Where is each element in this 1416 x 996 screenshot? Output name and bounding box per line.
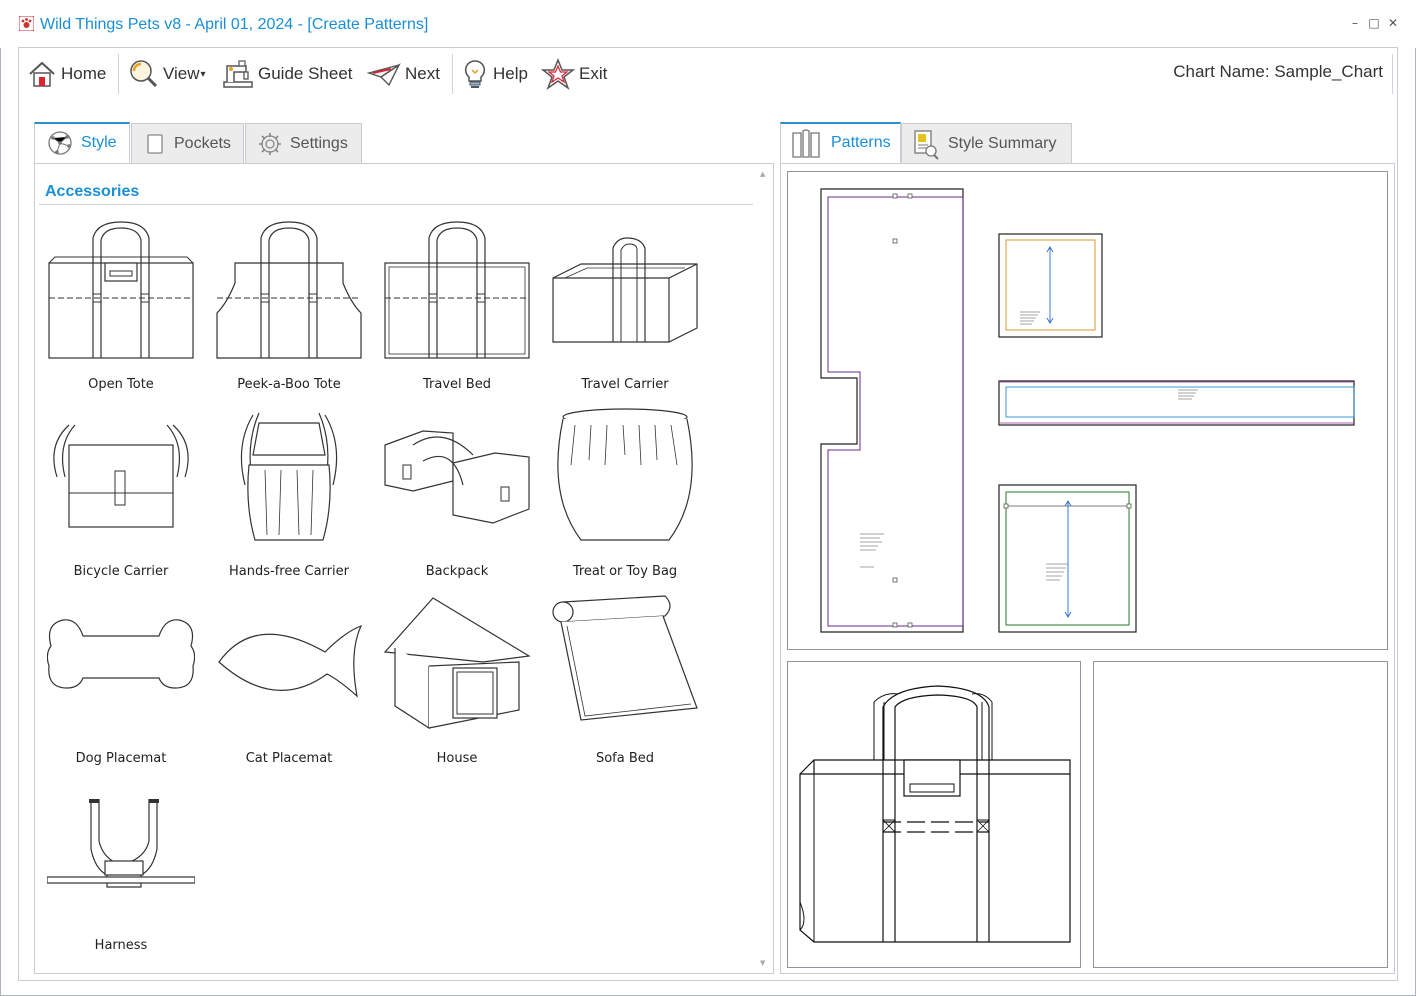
- style-item-label: Sofa Bed: [595, 751, 655, 766]
- style-item-label: Travel Carrier: [581, 377, 669, 392]
- style-item-label: Travel Bed: [423, 377, 491, 392]
- section-divider: [39, 204, 753, 205]
- tab-style-summary-label: Style Summary: [948, 134, 1057, 152]
- style-summary-icon: [914, 129, 939, 160]
- cat-placemat-icon: [218, 624, 363, 698]
- tab-pockets-label: Pockets: [174, 134, 231, 152]
- guide-sheet-button[interactable]: Guide Sheet: [222, 56, 353, 92]
- harness-icon: [47, 799, 195, 888]
- help-label: Help: [493, 64, 528, 83]
- sofa-bed-icon: [552, 595, 698, 721]
- style-item-label: Open Tote: [88, 377, 154, 392]
- peek-a-boo-tote-icon: [216, 221, 362, 359]
- tab-settings-label: Settings: [290, 134, 348, 152]
- style-item-dog-placemat[interactable]: Dog Placemat: [41, 592, 201, 772]
- guide-sheet-label: Guide Sheet: [258, 64, 353, 83]
- pattern-pieces-drawing: [820, 188, 1355, 633]
- tote-preview-drawing: [799, 685, 1071, 943]
- toolbar-divider: [1392, 54, 1393, 94]
- tab-pockets[interactable]: Pockets: [131, 123, 244, 164]
- sewing-machine-icon: [223, 60, 253, 88]
- travel-bed-icon: [384, 221, 530, 359]
- maximize-button[interactable]: □: [1368, 16, 1380, 30]
- view-dropdown-caret-icon: ▾: [200, 68, 206, 80]
- style-item-travel-carrier[interactable]: Travel Carrier: [545, 218, 705, 398]
- open-tote-icon: [48, 221, 194, 359]
- scroll-up-icon[interactable]: ▲: [760, 170, 766, 178]
- toolbar-divider: [452, 54, 453, 94]
- travel-carrier-icon: [552, 237, 698, 343]
- style-preview-box-secondary: [1093, 661, 1388, 968]
- toolbar-divider: [118, 54, 119, 94]
- tab-patterns[interactable]: Patterns: [780, 122, 901, 163]
- style-item-label: Treat or Toy Bag: [572, 564, 678, 579]
- next-label: Next: [405, 64, 440, 83]
- patterns-icon: [792, 129, 820, 158]
- help-button[interactable]: Help: [461, 56, 528, 92]
- style-item-harness[interactable]: Harness: [41, 779, 201, 959]
- exit-button[interactable]: Exit: [541, 56, 607, 92]
- style-item-label: Bicycle Carrier: [73, 564, 169, 579]
- style-item-travel-bed[interactable]: Travel Bed: [377, 218, 537, 398]
- tab-settings[interactable]: Settings: [245, 123, 362, 164]
- patterns-panel: [780, 163, 1395, 974]
- house-icon: [383, 597, 531, 730]
- style-item-backpack[interactable]: Backpack: [377, 405, 537, 585]
- style-item-label: Dog Placemat: [75, 751, 167, 766]
- style-globe-icon: [48, 131, 72, 155]
- style-item-sofa-bed[interactable]: Sofa Bed: [545, 592, 705, 772]
- dog-placemat-icon: [47, 619, 195, 689]
- star-icon: [541, 58, 575, 90]
- chart-name: Chart Name: Sample_Chart: [1173, 62, 1383, 81]
- pattern-layout-canvas[interactable]: [787, 171, 1388, 650]
- exit-label: Exit: [579, 64, 608, 83]
- style-item-label: House: [436, 751, 478, 766]
- tab-style[interactable]: Style: [34, 122, 130, 163]
- style-item-bicycle-carrier[interactable]: Bicycle Carrier: [41, 405, 201, 585]
- style-item-open-tote[interactable]: Open Tote: [41, 218, 201, 398]
- hands-free-carrier-icon: [240, 412, 338, 541]
- lightbulb-icon: [464, 60, 486, 88]
- gallery-scrollbar[interactable]: ▲ ▼: [757, 168, 771, 969]
- next-button[interactable]: Next: [367, 56, 440, 92]
- view-label: View: [163, 64, 200, 83]
- style-item-cat-placemat[interactable]: Cat Placemat: [209, 592, 369, 772]
- bicycle-carrier-icon: [53, 424, 189, 528]
- main-toolbar: Home View ▾ Guide Sheet Next: [18, 47, 1398, 102]
- gear-icon: [259, 132, 281, 155]
- tab-style-label: Style: [81, 134, 117, 151]
- minimize-button[interactable]: –: [1352, 16, 1358, 30]
- window-title: Wild Things Pets v8 - April 01, 2024 - […: [40, 16, 429, 33]
- style-item-label: Harness: [94, 938, 148, 953]
- pocket-icon: [147, 133, 163, 154]
- home-icon: [29, 61, 55, 87]
- paper-plane-icon: [367, 62, 401, 87]
- style-item-treat-or-toy-bag[interactable]: Treat or Toy Bag: [545, 405, 705, 585]
- app-paw-icon: [19, 16, 34, 31]
- style-item-label: Cat Placemat: [245, 751, 333, 766]
- style-item-hands-free-carrier[interactable]: Hands-free Carrier: [209, 405, 369, 585]
- style-item-label: Backpack: [425, 564, 489, 579]
- style-item-label: Peek-a-Boo Tote: [237, 377, 341, 392]
- scroll-down-icon[interactable]: ▼: [760, 959, 766, 967]
- view-button[interactable]: View ▾: [127, 56, 206, 92]
- home-button[interactable]: Home: [27, 56, 106, 92]
- tab-style-summary[interactable]: Style Summary: [901, 123, 1072, 164]
- style-item-house[interactable]: House: [377, 592, 537, 772]
- style-preview-box: [787, 661, 1081, 968]
- close-button[interactable]: ✕: [1387, 16, 1399, 30]
- tab-patterns-label: Patterns: [831, 134, 891, 151]
- section-title: Accessories: [45, 183, 140, 200]
- style-gallery-panel: Accessories Open Tote Peek-a-Boo Tote: [34, 163, 774, 974]
- title-bar: Wild Things Pets v8 - April 01, 2024 - […: [0, 0, 1416, 48]
- magnifier-icon: [130, 60, 158, 88]
- style-item-label: Hands-free Carrier: [229, 564, 349, 579]
- treat-bag-icon: [557, 408, 693, 541]
- style-item-peek-a-boo-tote[interactable]: Peek-a-Boo Tote: [209, 218, 369, 398]
- home-label: Home: [61, 64, 107, 83]
- backpack-icon: [384, 430, 530, 524]
